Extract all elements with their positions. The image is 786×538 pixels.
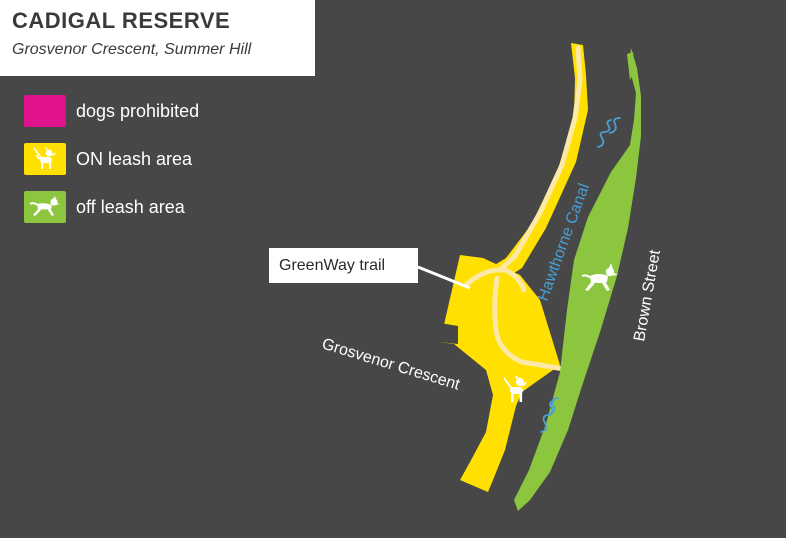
legend-item-on-leash: ON leash area (24, 143, 199, 175)
greenway-trail-callout: GreenWay trail (269, 248, 418, 283)
grosvenor-crescent-label: Grosvenor Crescent (320, 336, 462, 394)
legend-label: dogs prohibited (76, 100, 200, 121)
legend-item-dogs-prohibited: dogs prohibited (24, 95, 199, 127)
map-subtitle: Grosvenor Crescent, Summer Hill (12, 41, 252, 58)
off-leash-area (514, 48, 641, 511)
water-icon (540, 117, 621, 433)
running-dog-icon (29, 196, 60, 216)
legend-label: ON leash area (76, 148, 193, 169)
legend: dogs prohibited ON leash area (24, 95, 199, 239)
dogs-prohibited-swatch (24, 95, 66, 127)
map-title: CADIGAL RESERVE (12, 8, 231, 33)
legend-label: off leash area (76, 196, 185, 217)
title-box: CADIGAL RESERVE Grosvenor Crescent, Summ… (0, 0, 315, 76)
on-leash-area (440, 255, 560, 492)
leashed-dog-icon (33, 147, 56, 169)
running-dog-icon (581, 263, 618, 291)
on-leash-swatch (24, 143, 66, 175)
off-leash-swatch (24, 191, 66, 223)
on-leash-strip (483, 43, 588, 282)
leashed-dog-icon (503, 375, 527, 402)
greenway-trail (463, 45, 583, 373)
brown-street-label: Brown Street (631, 248, 664, 343)
legend-item-off-leash: off leash area (24, 191, 199, 223)
callout-leader-line (417, 265, 471, 290)
